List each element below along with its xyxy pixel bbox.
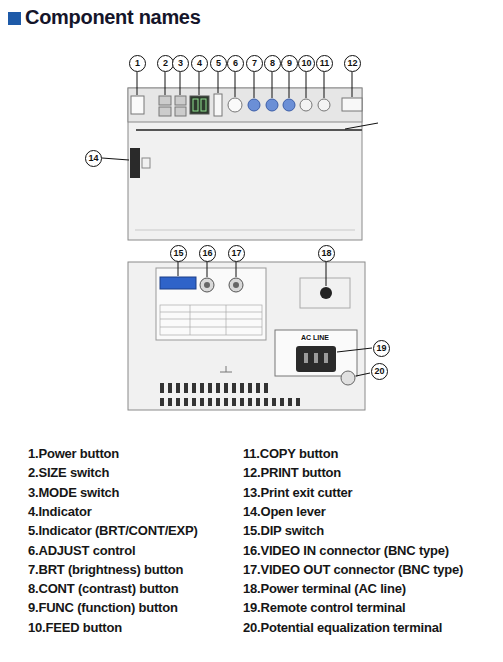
callout-number: 1	[129, 55, 146, 72]
callout-number: 8	[264, 55, 281, 72]
part-name: 17.VIDEO OUT connector (BNC type)	[243, 562, 463, 577]
part-name: 9.FUNC (function) button	[28, 600, 178, 615]
part-name: 5.Indicator (BRT/CONT/EXP)	[28, 523, 198, 538]
callout-number: 20	[371, 363, 388, 380]
callout-number: 19	[373, 340, 390, 357]
callout-number: 7	[246, 55, 263, 72]
part-name: 4.Indicator	[28, 504, 92, 519]
callout-number: 15	[170, 245, 187, 262]
part-name: 1.Power button	[28, 446, 119, 461]
callout-number: 18	[318, 245, 335, 262]
callout-number: 5	[210, 55, 227, 72]
front-view	[102, 72, 378, 240]
part-name: 20.Potential equalization terminal	[243, 620, 442, 635]
part-name: 11.COPY button	[243, 446, 338, 461]
part-name: 16.VIDEO IN connector (BNC type)	[243, 543, 449, 558]
part-name: 13.Print exit cutter	[243, 485, 352, 500]
callout-number: 14	[85, 150, 102, 167]
callout-number: 9	[281, 55, 298, 72]
page-title: Component names	[25, 6, 201, 29]
callout-number: 12	[344, 55, 361, 72]
panel-label: AC LINE	[300, 334, 330, 341]
callout-number: 17	[228, 245, 245, 262]
part-name: 10.FEED button	[28, 620, 122, 635]
part-name: 19.Remote control terminal	[243, 600, 405, 615]
callout-number: 16	[199, 245, 216, 262]
callout-number: 10	[298, 55, 315, 72]
part-name: 14.Open lever	[243, 504, 326, 519]
part-name: 18.Power terminal (AC line)	[243, 581, 406, 596]
title-marker	[8, 12, 21, 25]
part-name: 12.PRINT button	[243, 465, 341, 480]
callout-number: 11	[316, 55, 333, 72]
callout-number: 4	[191, 55, 208, 72]
part-name: 8.CONT (contrast) button	[28, 581, 178, 596]
part-name: 3.MODE switch	[28, 485, 119, 500]
callout-number: 3	[172, 55, 189, 72]
callout-number: 6	[227, 55, 244, 72]
part-name: 2.SIZE switch	[28, 465, 109, 480]
part-name: 6.ADJUST control	[28, 543, 135, 558]
part-name: 15.DIP switch	[243, 523, 324, 538]
part-name: 7.BRT (brightness) button	[28, 562, 183, 577]
rear-view	[128, 262, 372, 410]
